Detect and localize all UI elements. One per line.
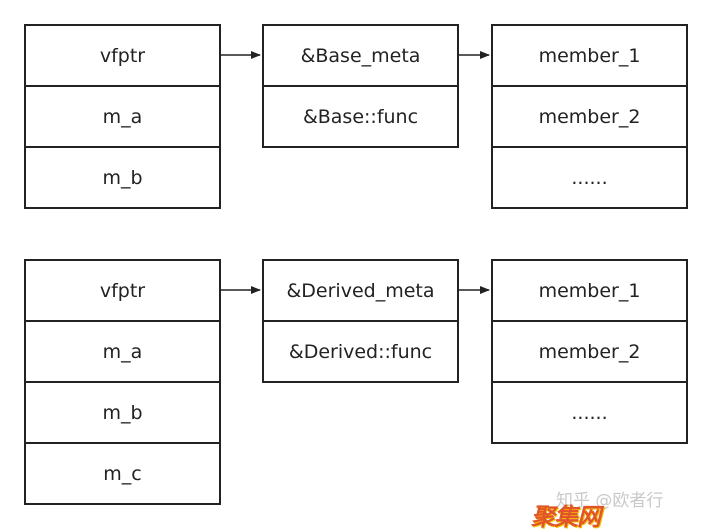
derived-object-m_b-cell: m_b	[26, 383, 219, 444]
derived-meta-member-2: member_2	[493, 322, 686, 383]
site-logo: 聚集网	[531, 503, 601, 531]
derived-vtable-func-entry: &Derived::func	[288, 340, 433, 363]
base-meta-ellipsis: ......	[571, 166, 608, 189]
base-vtable-func-entry: &Base::func	[302, 105, 419, 128]
base-object-vfptr-cell: vfptr	[26, 26, 219, 87]
derived-vtable-meta-entry: &Derived_meta	[264, 261, 457, 322]
derived-vtable: &Derived_meta &Derived::func	[262, 259, 459, 383]
base-meta-info: member_1 member_2 ......	[491, 24, 688, 209]
base-object-m_b-cell: m_b	[102, 166, 143, 189]
base-meta-member-2: member_2	[493, 87, 686, 148]
base-object-m_a-cell: m_a	[26, 87, 219, 148]
base-meta-member-1: member_1	[493, 26, 686, 87]
base-vtable-meta-entry: &Base_meta	[264, 26, 457, 87]
watermark-text: 知乎 @欧者行	[556, 491, 664, 511]
derived-meta-info: member_1 member_2 ......	[491, 259, 688, 444]
derived-object-m_c-cell: m_c	[103, 462, 142, 485]
derived-meta-ellipsis: ......	[571, 401, 608, 424]
derived-object-m_a-cell: m_a	[26, 322, 219, 383]
derived-object-vfptr-cell: vfptr	[26, 261, 219, 322]
base-vtable: &Base_meta &Base::func	[262, 24, 459, 148]
derived-meta-member-1: member_1	[493, 261, 686, 322]
derived-object-layout: vfptr m_a m_b m_c	[24, 259, 221, 505]
base-object-layout: vfptr m_a m_b	[24, 24, 221, 209]
